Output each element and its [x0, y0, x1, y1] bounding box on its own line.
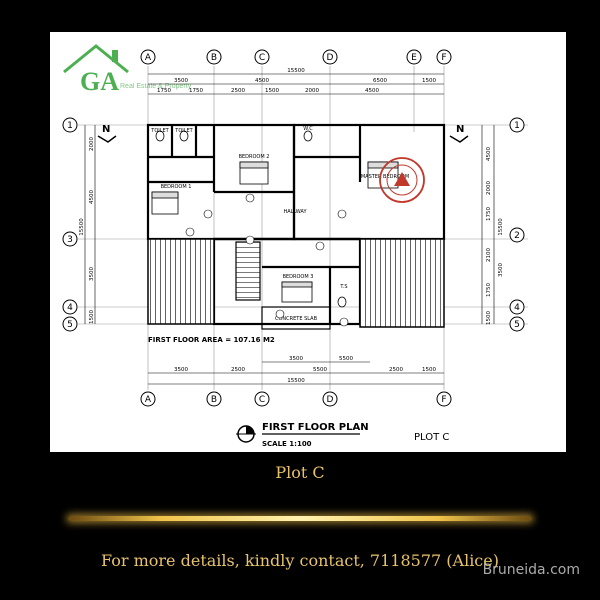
dim-text: 1750 [157, 88, 171, 94]
site-watermark: Bruneida.com [482, 562, 580, 578]
grid-label: D [327, 395, 334, 405]
dim-text: 5500 [339, 356, 353, 362]
left-grid-bubbles: 1 3 4 5 [62, 117, 78, 332]
bottom-dimension-text: 3500 5500 3500 2500 5500 2500 1500 15500 [174, 356, 436, 384]
logo-text: GA [80, 67, 119, 96]
plot-caption: Plot C [275, 463, 325, 482]
grid-label: 1 [514, 121, 520, 131]
grid-label: B [211, 395, 217, 405]
dim-text: 1500 [265, 88, 279, 94]
dim-text: 3500 [89, 267, 95, 281]
dim-text: 1500 [89, 310, 95, 324]
grid-label: 4 [67, 303, 73, 313]
north-symbol-left: N [102, 124, 110, 135]
room-label: TOILET [150, 128, 169, 134]
dim-text: 15500 [79, 218, 85, 236]
grid-label: D [327, 53, 334, 63]
bottom-dimension-lines [148, 361, 444, 385]
room-label: BEDROOM 3 [283, 274, 314, 280]
grid-label: 2 [514, 231, 520, 241]
right-dimension-text: 4500 2000 1750 2100 3500 1750 1500 15500 [486, 147, 504, 325]
room-label: HALLWAY [283, 209, 307, 215]
grid-label: 1 [67, 121, 73, 131]
dim-text: 1750 [486, 207, 492, 221]
right-dimension-lines [481, 125, 495, 324]
left-dimension-text: 2000 4500 3500 1500 15500 [79, 137, 95, 324]
grid-label: 5 [514, 320, 520, 330]
dim-text: 4500 [486, 147, 492, 161]
plot-label: PLOT C [414, 432, 449, 443]
dim-text: 2500 [231, 88, 245, 94]
room-label: W.C [303, 126, 313, 132]
right-grid-bubbles: 1 2 4 5 [509, 117, 525, 332]
furniture [151, 130, 399, 308]
plan-scale: SCALE 1:100 [262, 440, 312, 448]
grid-label: E [411, 53, 417, 63]
dim-text: 1500 [422, 367, 436, 373]
dim-text: 15500 [498, 218, 504, 236]
dim-text: 4500 [255, 78, 269, 84]
dim-text: 1500 [486, 311, 492, 325]
room-label: TOILET [174, 128, 193, 134]
floor-area-note: FIRST FLOOR AREA = 107.16 M2 [148, 336, 275, 344]
room-labels: TOILET TOILET BEDROOM 2 BEDROOM 1 W.C MA… [150, 126, 409, 322]
top-dimension-text: 15500 3500 4500 6500 1500 1750 1750 2500… [157, 68, 436, 94]
dim-text: 4500 [89, 190, 95, 204]
grid-label: B [211, 53, 217, 63]
section-markers [185, 193, 349, 327]
logo-tagline: Real Estate & Property [120, 83, 192, 90]
dim-text: 3500 [498, 263, 504, 277]
grid-label: C [259, 395, 265, 405]
dim-text: 3500 [289, 356, 303, 362]
room-label: T.S [339, 284, 347, 290]
dim-text: 1500 [422, 78, 436, 84]
top-dimension-lines [148, 73, 444, 95]
grid-label: F [441, 395, 446, 405]
company-logo: GA Real Estate & Property [63, 44, 192, 96]
grid-label: A [145, 53, 152, 63]
dim-text: 4500 [365, 88, 379, 94]
left-dimension-lines [84, 125, 96, 324]
dim-text: 3500 [174, 78, 188, 84]
dim-text: 3500 [174, 367, 188, 373]
contact-info: For more details, kindly contact, 711857… [101, 551, 499, 570]
gold-divider [68, 516, 532, 521]
plan-title-block: FIRST FLOOR PLAN SCALE 1:100 [236, 422, 369, 448]
dim-text: 2000 [486, 181, 492, 195]
room-label: BEDROOM 2 [239, 154, 270, 160]
room-label: CONCRETE SLAB [275, 316, 318, 322]
dim-text: 15500 [287, 68, 305, 74]
north-symbol-right: N [456, 124, 464, 135]
grid-label: 4 [514, 303, 520, 313]
top-grid-bubbles: A B C D E F [140, 49, 452, 65]
bottom-grid-bubbles: A B C D F [140, 391, 452, 407]
north-symbols: N N [97, 124, 469, 143]
dim-text: 1750 [486, 283, 492, 297]
grid-lines [78, 66, 528, 390]
dim-text: 2100 [486, 248, 492, 262]
walls [146, 123, 446, 330]
left-terrace [147, 238, 215, 325]
dim-text: 5500 [313, 367, 327, 373]
grid-label: F [441, 53, 446, 63]
dim-text: 2500 [389, 367, 403, 373]
dim-text: 15500 [287, 378, 305, 384]
dim-text: 2500 [231, 367, 245, 373]
dim-text: 2000 [305, 88, 319, 94]
floor-plan-sheet: GA Real Estate & Property A B C D E F A … [50, 32, 566, 452]
plan-title: FIRST FLOOR PLAN [262, 422, 369, 433]
dim-text: 2000 [89, 137, 95, 151]
grid-label: C [259, 53, 265, 63]
room-label: BEDROOM 1 [161, 184, 192, 190]
floor-plan-drawing: GA Real Estate & Property A B C D E F A … [62, 44, 528, 448]
room-label: MASTER BEDROOM [361, 174, 409, 180]
right-terrace [359, 238, 445, 328]
approval-stamp [379, 157, 425, 203]
dim-text: 1750 [189, 88, 203, 94]
dim-text: 6500 [373, 78, 387, 84]
grid-label: 3 [67, 235, 73, 245]
grid-label: 5 [67, 320, 73, 330]
staircase [235, 241, 261, 301]
grid-label: A [145, 395, 152, 405]
